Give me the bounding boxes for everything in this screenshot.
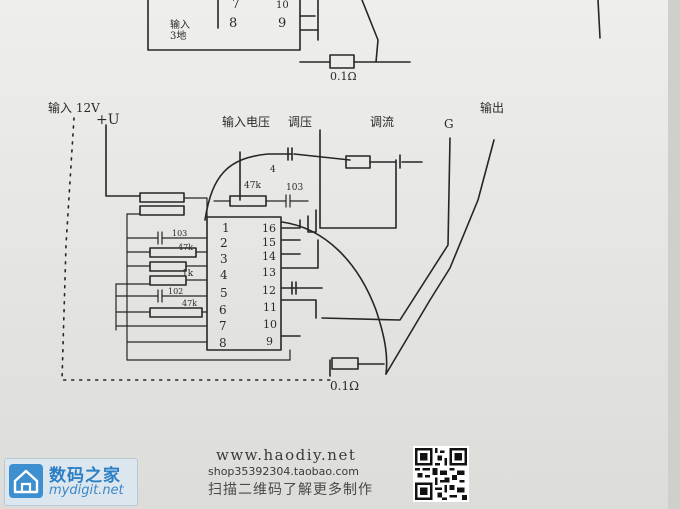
pin-9: 9: [266, 335, 273, 348]
shunt-resistor: [331, 357, 359, 370]
top-pin-7: 7: [232, 0, 240, 11]
pin-13: 13: [262, 266, 276, 279]
resistor-1k: [149, 275, 187, 286]
paper-edge: [668, 0, 680, 509]
label-input-voltage: 输入电压: [222, 114, 270, 129]
pin-5: 5: [220, 286, 228, 300]
resistor-pin3: [149, 261, 187, 272]
pin-2: 2: [220, 236, 228, 250]
label-output: 输出: [480, 100, 504, 115]
pin-12: 12: [262, 284, 276, 297]
pin-11: 11: [263, 301, 277, 314]
label-47k-top: 47k: [244, 181, 261, 191]
resistor-47k-low: [149, 307, 203, 318]
top-pin-8: 8: [229, 16, 237, 31]
label-g: G: [444, 117, 454, 131]
pin-10: 10: [263, 318, 277, 331]
top-resistor: [329, 54, 355, 69]
label-shunt: 0.1Ω: [330, 379, 359, 393]
label-adjust-current: 调流: [370, 115, 394, 129]
ic-pins-right: 16 15 14 13 12 11 10 9: [262, 222, 277, 348]
curve-top-left: [204, 153, 293, 221]
pin-1: 1: [222, 221, 230, 235]
pin-15: 15: [262, 236, 276, 249]
main-schematic: 输入 12V +U 输入电压 调压 调流 G 输出 4 47k 103 103 …: [48, 100, 504, 393]
label-1k: 1k: [182, 269, 194, 279]
label-plus-u: +U: [96, 112, 120, 128]
label-47k-left: 47k: [178, 243, 193, 252]
slogan: 扫描二维码了解更多制作: [208, 482, 373, 498]
pin-7: 7: [219, 319, 227, 333]
cap-top: [287, 147, 293, 161]
pin-8: 8: [219, 336, 227, 350]
label-103-left: 103: [172, 229, 187, 238]
pin-6: 6: [219, 303, 227, 317]
left-bus: [126, 213, 291, 361]
diode-pin12: [281, 281, 323, 295]
cap-102: [149, 289, 208, 303]
qr-code[interactable]: [413, 446, 469, 502]
label-input-12v: 输入 12V: [48, 100, 100, 115]
ic-pins-left: 1 2 3 4 5 6 7 8: [219, 221, 230, 350]
watermark-logo[interactable]: 数码之家 mydigit.net: [4, 458, 138, 506]
logo-en-text: mydigit.net: [49, 483, 124, 498]
resistor-47k-top: [229, 195, 267, 207]
home-icon: [9, 464, 43, 498]
plus-u-rail: [105, 124, 141, 197]
ground-dashed-line: [61, 117, 331, 381]
pin-4: 4: [220, 268, 228, 282]
resistor-adjust: [345, 155, 371, 169]
label-103-top: 103: [286, 183, 303, 193]
ic-body: [206, 216, 282, 351]
qr-code-icon: [415, 448, 467, 500]
top-pin-10: 10: [276, 0, 289, 11]
curve-pin16: [281, 221, 388, 375]
label-47k-low: 47k: [182, 299, 197, 308]
output-wire: [385, 139, 495, 375]
watermark-text: www.haodiy.net shop35392304.taobao.com 扫…: [208, 446, 418, 499]
label-adjust-voltage: 调压: [288, 115, 312, 129]
site-url[interactable]: www.haodiy.net: [216, 446, 357, 464]
cap-103-top: [285, 194, 309, 208]
label-4: 4: [270, 165, 276, 175]
top-pin-9: 9: [278, 16, 286, 31]
resistor-top-left: [139, 192, 185, 203]
top-resistor-label: 0.1Ω: [330, 70, 357, 83]
pin-16: 16: [262, 222, 276, 235]
resistor-top-left-2: [139, 205, 185, 216]
pin-14: 14: [262, 250, 276, 263]
shop-url[interactable]: shop35392304.taobao.com: [208, 465, 359, 478]
logo-cn-text: 数码之家: [49, 466, 121, 486]
top-ic-outline: [147, 0, 301, 51]
pin-3: 3: [220, 252, 228, 266]
label-102: 102: [168, 287, 183, 296]
